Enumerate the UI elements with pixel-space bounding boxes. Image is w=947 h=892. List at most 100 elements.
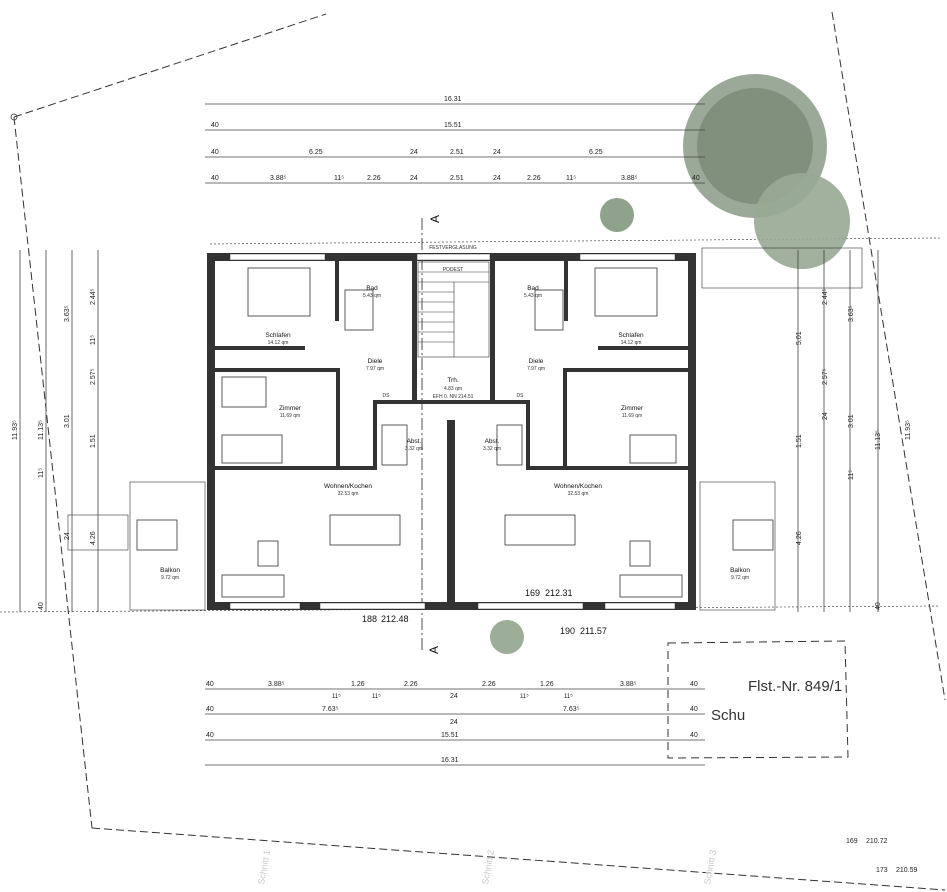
building-walls <box>207 253 696 610</box>
elev-3-id: 190 <box>560 626 575 636</box>
dim-top-r4-9: 3.88⁵ <box>621 175 638 182</box>
dim-left-3: 2.44⁵ <box>90 288 97 305</box>
dim-bot-r1-4: 11⁵ <box>372 693 381 700</box>
dim-left-1: 11.13⁵ <box>38 420 45 440</box>
dim-top-r3-2: 24 <box>410 149 418 156</box>
dim-bot-r2-4: 40 <box>690 706 698 713</box>
balconies <box>67 247 863 611</box>
room-diele-left-name: Diele <box>368 358 383 365</box>
dim-top-overall: 16.31 <box>444 96 462 103</box>
dim-right-9: 24 <box>822 412 829 420</box>
room-schlafen-left-area: 14.12 qm <box>268 340 289 346</box>
left-dimension-chains: 11.93⁵ 11.13⁵ 3.63⁵ 2.44⁵ 11⁵ 2.57⁵ 3.01… <box>12 250 99 612</box>
dim-right-0: 11.93⁵ <box>905 420 912 440</box>
dim-right-6: 3.01 <box>848 414 855 428</box>
dim-top-r4-6: 24 <box>493 175 501 182</box>
elevation-markers: 188 212.48 169 212.31 190 211.57 169 210… <box>362 588 918 874</box>
right-dimension-chains: 11.93⁵ 11.13⁵ 3.63⁵ 2.44⁵ 5.01 2.57⁵ 3.0… <box>796 250 912 612</box>
room-bad-right-name: Bad <box>527 285 539 292</box>
dim-top-r4-0: 40 <box>211 175 219 182</box>
staircase: FESTVERGLASUNG PODEST Trh. 4.83 qm EFH 0… <box>417 245 490 400</box>
room-abst-right-area: 3.32 qm <box>483 446 501 452</box>
dim-bot-r3-0: 40 <box>206 732 214 739</box>
dim-left-5: 2.57⁵ <box>90 368 97 385</box>
ds-label-right: DS <box>517 393 525 399</box>
room-schlafen-left-name: Schlafen <box>265 332 291 339</box>
dim-top-r3-5: 6.25 <box>589 149 603 156</box>
room-abst-left-area: 3.32 qm <box>405 446 423 452</box>
dim-left-0: 11.93⁵ <box>12 420 19 440</box>
dim-right-11: 40 <box>875 602 882 610</box>
elev-2-id: 169 <box>525 588 540 598</box>
elev-4-id: 169 <box>846 838 858 845</box>
dim-bot-overall: 16.31 <box>441 757 459 764</box>
stair-podest-label: PODEST <box>443 267 464 273</box>
dim-top-r4-4: 24 <box>410 175 418 182</box>
dim-top-r4-7: 2.26 <box>527 175 541 182</box>
section-mark-top: A <box>428 215 442 223</box>
dim-bot-r2-3: 7.63⁵ <box>563 706 580 713</box>
dim-top-r3-0: 40 <box>211 149 219 156</box>
dim-left-2: 3.63⁵ <box>64 305 71 322</box>
room-diele-right-name: Diele <box>529 358 544 365</box>
parcel-box: Flst.-Nr. 849/1 Schu <box>667 640 849 759</box>
room-abst-right-name: Abst. <box>485 438 500 445</box>
dim-bot-r1-1: 3.88⁵ <box>268 681 285 688</box>
room-bad-left-area: 5.43 qm <box>363 293 381 299</box>
room-balkon-left-name: Balkon <box>160 567 180 574</box>
dim-bot-r1-8: 11⁵ <box>520 693 529 700</box>
room-wohnen-right-area: 32.53 qm <box>568 491 589 497</box>
dim-bot-r1-3: 1.26 <box>351 681 365 688</box>
room-schlafen-right-area: 14.12 qm <box>621 340 642 346</box>
dim-top-r4-2: 11⁵ <box>334 175 344 182</box>
dim-bot-r1-7: 2.26 <box>482 681 496 688</box>
dim-top-r2-0: 40 <box>211 122 219 129</box>
schnitt-2-label: Schnitt 2 <box>480 849 496 885</box>
schnitt-1-label: Schnitt 1 <box>256 849 272 885</box>
room-balkon-left-area: 9.72 qm <box>161 575 179 581</box>
dim-bot-r2-1: 7.63⁵ <box>322 706 339 713</box>
dim-bot-r3-2: 40 <box>690 732 698 739</box>
dim-left-6: 3.01 <box>64 414 71 428</box>
tree-symbols <box>490 74 850 654</box>
room-diele-right-area: 7.97 qm <box>527 366 545 372</box>
elev-1-value: 212.48 <box>381 614 409 624</box>
room-zimmer-right-area: 11.69 qm <box>622 413 642 419</box>
dim-left-8: 4.26 <box>90 531 97 545</box>
dim-right-8: 4.26 <box>796 531 803 545</box>
room-diele-left-area: 7.97 qm <box>366 366 384 372</box>
room-zimmer-right-name: Zimmer <box>621 405 644 412</box>
furniture <box>136 267 774 598</box>
stair-glass-label: FESTVERGLASUNG <box>429 245 477 251</box>
dim-bot-r1-11: 3.88⁵ <box>620 681 637 688</box>
elev-5-value: 210.59 <box>896 867 918 874</box>
room-wohnen-left-area: 32.53 qm <box>338 491 359 497</box>
dim-top-r4-1: 3.88⁵ <box>270 175 287 182</box>
elev-5-id: 173 <box>876 867 888 874</box>
dim-bot-r1-0: 40 <box>206 681 214 688</box>
ds-label-left: DS <box>383 393 391 399</box>
room-wohnen-left-name: Wohnen/Kochen <box>324 483 372 490</box>
parcel-sub-label: Schu <box>711 707 745 724</box>
dim-bot-r1-9: 1.26 <box>540 681 554 688</box>
parcel-number-label: Flst.-Nr. 849/1 <box>748 678 842 695</box>
room-wohnen-right-name: Wohnen/Kochen <box>554 483 602 490</box>
dim-left-10: 11⁵ <box>38 468 45 478</box>
room-balkon-right-name: Balkon <box>730 567 750 574</box>
dim-top-r4-3: 2.26 <box>367 175 381 182</box>
room-stair-area: 4.83 qm <box>444 386 462 392</box>
room-stair-level: EFH 0. NN 214.51 <box>433 394 474 400</box>
dim-right-1: 11.13⁵ <box>875 430 882 450</box>
room-schlafen-right-name: Schlafen <box>618 332 644 339</box>
section-mark-bottom: A <box>427 646 441 654</box>
dim-right-10: 11⁵ <box>848 470 855 480</box>
room-zimmer-left-name: Zimmer <box>279 405 302 412</box>
room-bad-right-area: 5.43 qm <box>524 293 542 299</box>
dim-left-11: 40 <box>38 602 45 610</box>
elev-4-value: 210.72 <box>866 838 888 845</box>
schnitt-3-label: Schnitt 3 <box>702 849 718 885</box>
dim-top-r3-1: 6.25 <box>309 149 323 156</box>
dim-top-r3-3: 2.51 <box>450 149 464 156</box>
room-balkon-right-area: 9.72 qm <box>731 575 749 581</box>
